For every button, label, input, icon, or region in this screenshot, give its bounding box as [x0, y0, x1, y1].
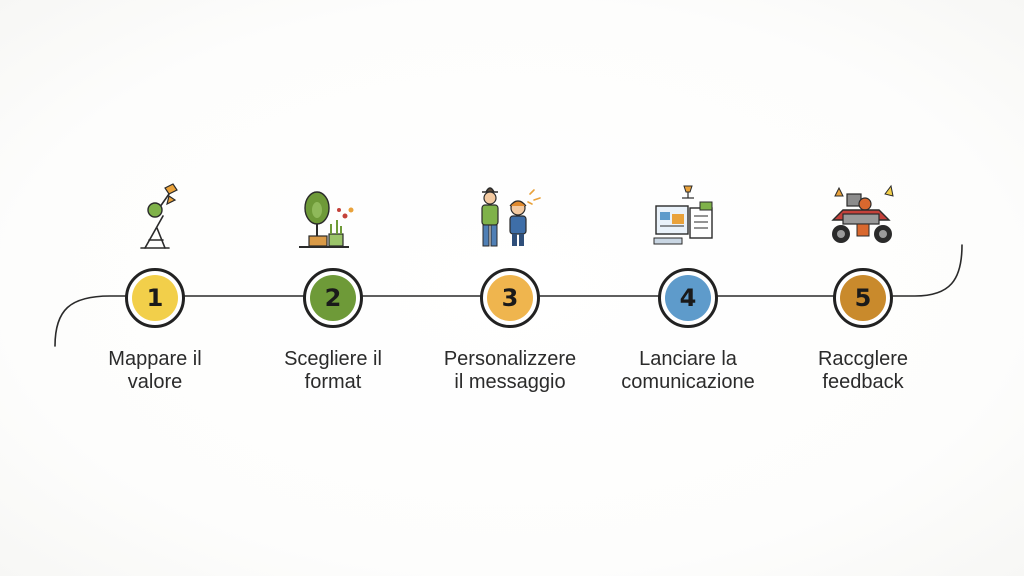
step-label-line-1: Scegliere il: [284, 348, 382, 370]
step-label-line-2: feedback: [822, 371, 904, 393]
step-number-badge: 3: [480, 268, 540, 328]
lever-icon: [140, 183, 178, 249]
step-number-badge: 5: [833, 268, 893, 328]
step-number-badge: 2: [303, 268, 363, 328]
step-1: 1 Mappare il valore: [65, 180, 245, 410]
step-number-badge: 4: [658, 268, 718, 328]
quad-vehicle-icon: [831, 184, 894, 243]
step-label: Raccglere feedback: [773, 348, 953, 394]
step-label-line-2: valore: [127, 371, 183, 393]
step-number: 5: [840, 275, 886, 321]
step-3: 3 Personalizzere il messaggio: [420, 180, 600, 410]
step-2: 2 Scegliere il format: [243, 180, 423, 410]
step-number: 1: [132, 275, 178, 321]
step-label-line-1: Raccglere: [817, 348, 909, 370]
step-label: Mappare il valore: [65, 348, 245, 394]
step-number: 3: [487, 275, 533, 321]
tree-garden-icon: [299, 191, 354, 248]
step-number: 2: [310, 275, 356, 321]
people-icon: [481, 187, 541, 247]
step-label-line-2: il messaggio: [454, 371, 566, 393]
step-5: 5 Raccglere feedback: [773, 180, 953, 410]
step-label: Scegliere il format: [243, 348, 423, 394]
step-label-line-1: Lanciare la: [639, 348, 737, 370]
step-number: 4: [665, 275, 711, 321]
step-4: 4 Lanciare la comunicazione: [598, 180, 778, 410]
step-number-badge: 1: [125, 268, 185, 328]
step-label-line-2: format: [304, 371, 362, 393]
step-label-line-1: Mappare il: [108, 348, 202, 370]
step-label-line-2: comunicazione: [621, 371, 755, 393]
step-label: Lanciare la comunicazione: [598, 348, 778, 394]
screen-launch-icon: [653, 185, 713, 245]
step-label-line-1: Personalizzere: [443, 348, 577, 370]
step-label: Personalizzere il messaggio: [420, 348, 600, 394]
